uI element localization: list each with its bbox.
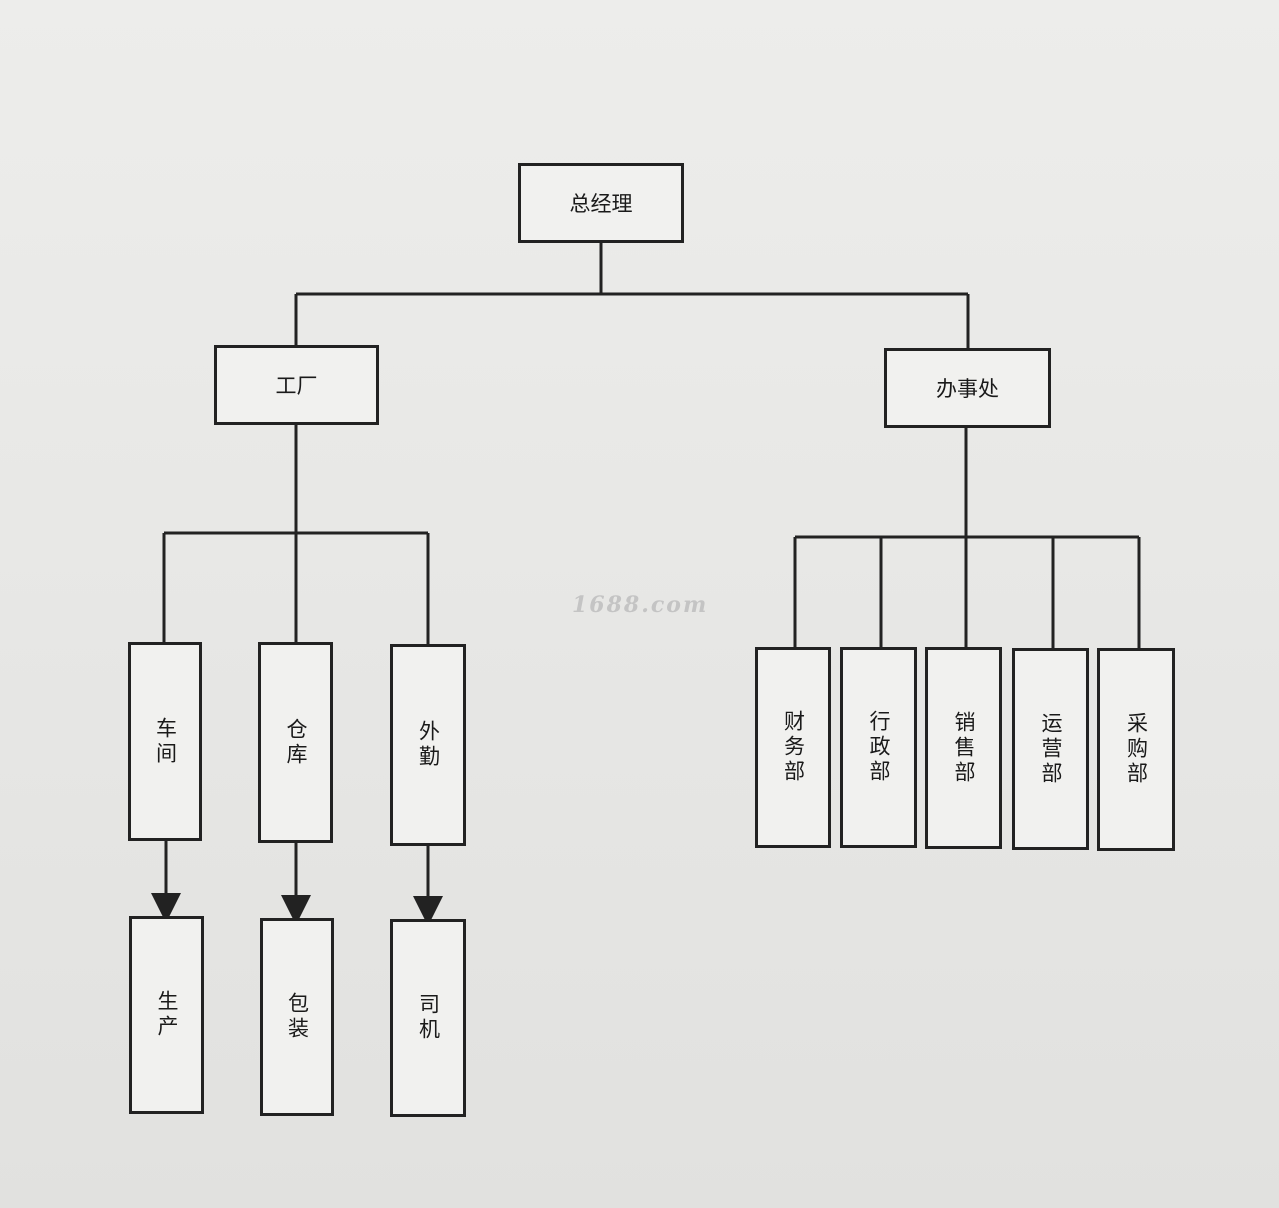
root-label: 总经理 [569,192,633,216]
watermark-text: 1688.com [572,592,709,618]
finance-label: 财务部 [781,710,806,785]
box-driver: 司机 [390,919,466,1117]
driver-label: 司机 [416,993,441,1043]
box-packaging: 包装 [260,918,334,1116]
factory-label: 工厂 [275,374,318,398]
root-box-general-manager: 总经理 [518,163,684,243]
box-office: 办事处 [884,348,1051,428]
purchasing-label: 采购部 [1124,712,1149,787]
box-production: 生产 [129,916,204,1114]
operations-label: 运营部 [1039,711,1063,787]
box-purchasing: 采购部 [1097,648,1175,851]
field-service-label: 外勤 [416,720,441,770]
box-sales: 销售部 [925,647,1002,849]
box-field-service: 外勤 [390,644,466,846]
box-warehouse: 仓库 [258,642,333,843]
office-label: 办事处 [936,377,999,401]
workshop-label: 车间 [153,716,178,767]
packaging-label: 包装 [285,992,310,1042]
production-label: 生产 [155,990,179,1040]
box-workshop: 车间 [128,642,202,841]
box-administration: 行政部 [840,647,917,848]
box-factory: 工厂 [214,345,379,425]
box-operations: 运营部 [1012,648,1089,850]
administration-label: 行政部 [867,710,891,785]
sales-label: 销售部 [952,710,976,786]
box-finance: 财务部 [755,647,831,848]
warehouse-label: 仓库 [284,717,308,768]
